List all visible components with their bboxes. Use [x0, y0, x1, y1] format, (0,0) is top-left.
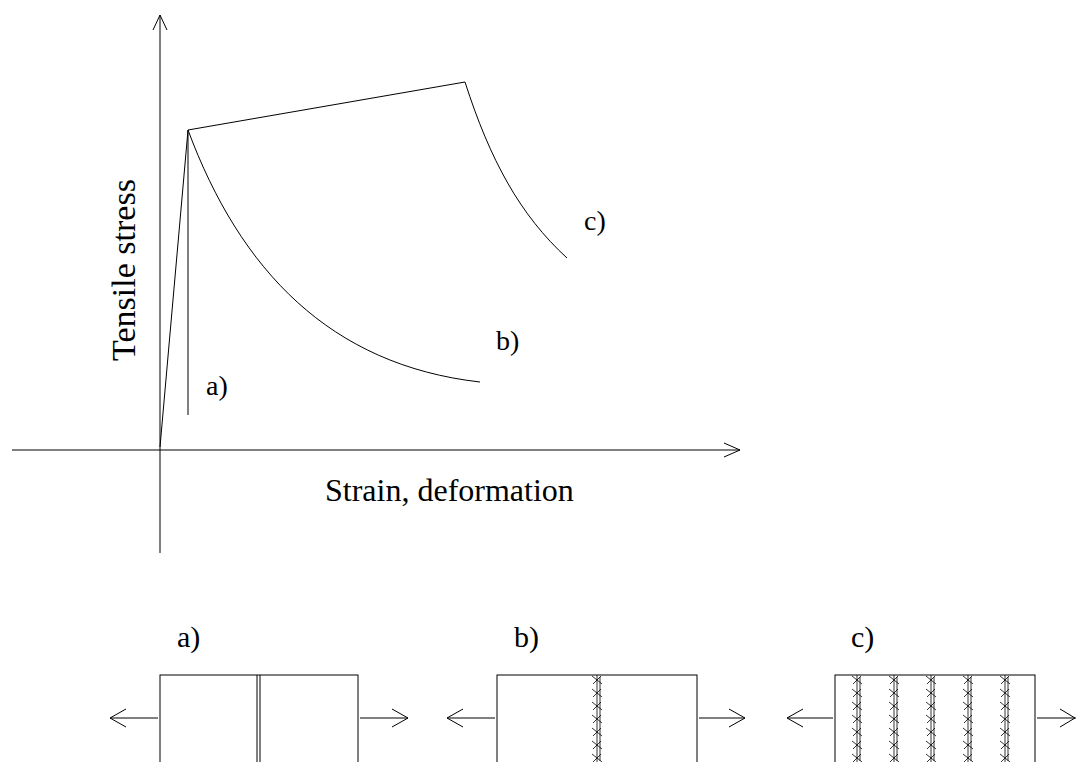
fracture-line	[257, 675, 258, 762]
force-arrow	[787, 718, 833, 719]
fiber-bridge	[889, 741, 899, 749]
force-arrow	[360, 718, 408, 719]
fiber-bridge	[889, 676, 899, 684]
arrowhead	[787, 709, 803, 727]
curve-label: a)	[206, 372, 228, 400]
fiber-bridge	[926, 728, 936, 736]
fiber-bridge	[963, 715, 973, 723]
fiber-bridge	[1000, 676, 1010, 684]
curve-b	[188, 130, 480, 382]
fiber-bridge	[926, 702, 936, 710]
fiber-bridge	[852, 754, 862, 762]
fiber-bridge	[852, 741, 862, 749]
fiber-bridge	[963, 754, 973, 762]
specimen	[160, 675, 358, 762]
force-arrow	[1037, 718, 1076, 719]
fiber-bridge	[852, 689, 862, 697]
fiber-bridge	[1000, 689, 1010, 697]
fiber-bridge	[963, 702, 973, 710]
crack-group	[592, 675, 1010, 762]
fiber-bridge	[889, 689, 899, 697]
fiber-bridge	[926, 754, 936, 762]
fracture-line	[260, 675, 261, 762]
fiber-bridge	[1000, 754, 1010, 762]
fiber-bridge	[926, 689, 936, 697]
arrowhead	[1060, 709, 1075, 727]
fiber-bridge	[1000, 741, 1010, 749]
fiber-bridge	[852, 702, 862, 710]
fiber-bridge	[1000, 728, 1010, 736]
fiber-bridge	[592, 728, 602, 736]
fiber-bridge	[592, 702, 602, 710]
fiber-bridge	[592, 689, 602, 697]
fiber-bridge	[592, 754, 602, 762]
curve-a	[188, 130, 189, 415]
specimen	[497, 675, 697, 762]
specimen-label: c)	[851, 622, 874, 652]
force-arrow	[447, 718, 495, 719]
curve-label: c)	[584, 207, 606, 235]
axis-arrowhead	[724, 443, 740, 457]
arrowhead	[110, 709, 126, 727]
x-axis	[12, 450, 740, 451]
fiber-bridge	[592, 715, 602, 723]
fiber-bridge	[926, 676, 936, 684]
fiber-bridge	[926, 715, 936, 723]
axis-title: Strain, deformation	[325, 474, 574, 506]
curve-label: b)	[496, 327, 519, 355]
force-arrow	[110, 718, 158, 719]
fiber-bridge	[889, 702, 899, 710]
specimen-label: b)	[514, 622, 539, 652]
fiber-bridge	[592, 676, 602, 684]
fiber-bridge	[1000, 715, 1010, 723]
specimen-label: a)	[177, 622, 200, 652]
force-arrow	[699, 718, 745, 719]
stress-strain-curve	[160, 82, 465, 447]
y-axis	[160, 15, 161, 553]
fiber-bridge	[963, 676, 973, 684]
fiber-bridge	[889, 754, 899, 762]
fiber-bridge	[1000, 702, 1010, 710]
fiber-bridge	[963, 728, 973, 736]
axis-title: Tensile stress	[107, 179, 141, 361]
curve-c	[465, 82, 567, 258]
arrowhead	[729, 709, 745, 727]
fiber-bridge	[889, 715, 899, 723]
fiber-bridge	[926, 741, 936, 749]
fiber-bridge	[889, 728, 899, 736]
arrowhead	[447, 709, 463, 727]
fiber-bridge	[852, 728, 862, 736]
fiber-bridge	[963, 741, 973, 749]
fiber-bridge	[852, 676, 862, 684]
fiber-bridge	[852, 715, 862, 723]
axis-arrowhead	[153, 15, 167, 30]
arrowhead	[392, 709, 408, 727]
fiber-bridge	[963, 689, 973, 697]
fiber-bridge	[592, 741, 602, 749]
specimen	[835, 675, 1035, 762]
